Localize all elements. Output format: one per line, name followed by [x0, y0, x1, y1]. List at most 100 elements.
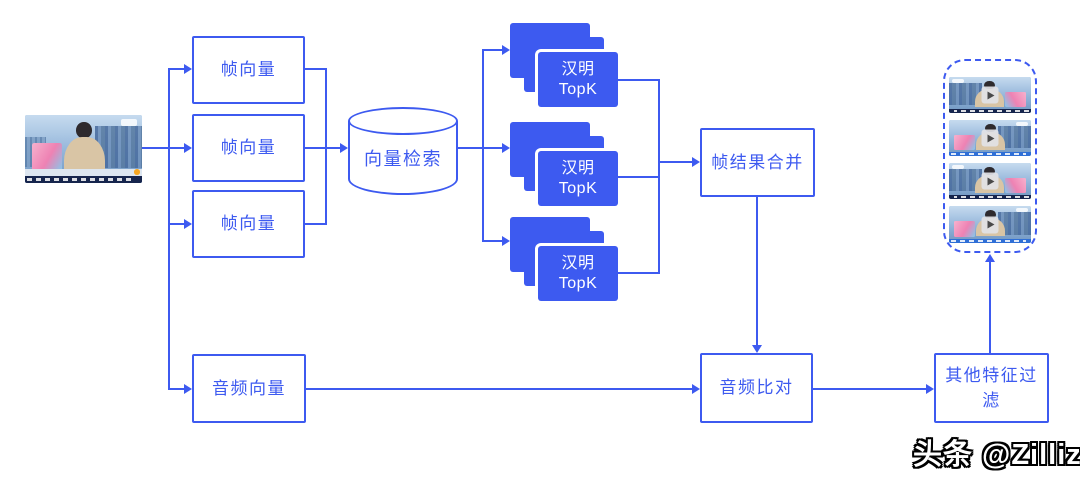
- scene-channel-logo: [952, 165, 964, 169]
- scene-channel-logo: [120, 119, 138, 126]
- arrowhead: [502, 236, 510, 246]
- scene-news-ticker: [949, 195, 1031, 199]
- cylinder-top: [348, 107, 458, 135]
- scene-desk: [25, 169, 142, 177]
- node-hamming-topk-1: 汉明 TopK: [510, 23, 620, 108]
- connector-to-hamming-2: [482, 147, 502, 149]
- scene-ticker-text: [953, 110, 1030, 112]
- arrowhead: [752, 345, 762, 353]
- arrowhead: [184, 384, 192, 394]
- node-audio-compare: 音频比对: [700, 353, 813, 423]
- connector-branch-vertical: [482, 49, 484, 242]
- connector-filter-to-results: [989, 262, 991, 353]
- result-video-thumbnail-3: [949, 163, 1031, 199]
- scene-channel-logo: [1016, 122, 1028, 126]
- connector-merge-to-audio-compare: [756, 197, 758, 345]
- scene-anchor-body: [63, 136, 105, 171]
- connector-hamming-3-out: [618, 272, 660, 274]
- connector-hamming-2-out: [618, 176, 660, 178]
- scene-news-ticker: [949, 152, 1031, 156]
- result-videos-container: [943, 59, 1037, 253]
- connector-compare-to-filter: [813, 388, 926, 390]
- node-hamming-topk-3: 汉明 TopK: [510, 217, 620, 302]
- scene-anchor-head: [985, 123, 996, 133]
- scene-news-ticker: [949, 238, 1031, 243]
- play-icon: [981, 216, 999, 233]
- arrowhead: [985, 254, 995, 262]
- connector-to-frame-vector-1: [168, 68, 185, 70]
- scene-city-skyline: [998, 211, 1031, 235]
- arrowhead: [502, 143, 510, 153]
- video-scene: [25, 115, 142, 183]
- arrowhead: [184, 143, 192, 153]
- scene-city-skyline: [998, 125, 1031, 149]
- node-label: 音频比对: [719, 378, 794, 398]
- node-label-line2: TopK: [558, 179, 598, 197]
- connector-trunk-vertical: [168, 68, 170, 390]
- connector-to-hamming-1: [482, 49, 502, 51]
- node-label-line1: 汉明: [561, 60, 595, 78]
- connector-merge-vertical-left: [325, 68, 327, 225]
- scene-ticker-text: [27, 177, 135, 181]
- scene-channel-logo: [1016, 208, 1028, 212]
- play-triangle: [987, 220, 995, 229]
- node-frame-result-merge: 帧结果合并: [700, 128, 815, 197]
- result-video-thumbnail-2: [949, 120, 1031, 156]
- arrowhead: [184, 64, 192, 74]
- scene-studio-screen: [953, 221, 976, 237]
- node-other-feature-filter: 其他特征过滤: [934, 353, 1049, 423]
- arrowhead: [692, 157, 700, 167]
- scene-ticker-text: [950, 240, 1027, 242]
- connector-to-frame-vector-3: [168, 223, 185, 225]
- play-triangle: [987, 134, 995, 142]
- arrowhead: [692, 384, 700, 394]
- scene-studio-screen: [32, 142, 63, 172]
- stack-card-front: 汉明 TopK: [538, 52, 618, 107]
- watermark: 头条 @Zilliz: [913, 439, 1080, 471]
- connector-to-hamming-3: [482, 240, 502, 242]
- connector-frame-vector-1-out: [305, 68, 327, 70]
- connector-to-audio-vector: [168, 388, 185, 390]
- node-label: 向量检索: [364, 149, 442, 169]
- node-label: 其他特征过滤: [945, 365, 1038, 411]
- node-label: 音频向量: [212, 378, 286, 398]
- scene-news-ticker: [25, 175, 142, 183]
- node-frame-vector-1: 帧向量: [192, 36, 305, 104]
- scene-anchor-head: [76, 121, 92, 139]
- node-frame-vector-2: 帧向量: [192, 114, 305, 182]
- node-label-line1: 汉明: [561, 159, 595, 177]
- source-video-thumbnail: [25, 115, 142, 183]
- play-icon: [981, 86, 999, 104]
- scene-studio-screen: [1004, 177, 1027, 193]
- connector-video-to-trunk: [142, 147, 169, 149]
- connector-hamming-1-out: [618, 79, 660, 81]
- connector-vector-search-out: [458, 147, 484, 149]
- stack-card-front: 汉明 TopK: [538, 246, 618, 301]
- node-label: 帧向量: [220, 60, 277, 80]
- play-icon: [981, 172, 999, 190]
- arrowhead: [502, 45, 510, 55]
- connector-to-frame-vector-2: [168, 147, 185, 149]
- play-icon: [981, 129, 999, 147]
- result-video-thumbnail-1: [949, 77, 1031, 113]
- play-triangle: [987, 177, 995, 185]
- node-label: 帧向量: [220, 138, 277, 158]
- scene-ticker-text: [950, 153, 1027, 155]
- node-label-line1: 汉明: [561, 254, 595, 272]
- scene-news-ticker: [949, 109, 1031, 113]
- connector-to-frame-result-merge: [658, 161, 692, 163]
- scene-ticker-text: [953, 196, 1030, 198]
- node-hamming-topk-2: 汉明 TopK: [510, 122, 620, 207]
- node-label: 帧结果合并: [711, 152, 804, 172]
- node-label-line2: TopK: [558, 80, 598, 98]
- arrowhead: [184, 219, 192, 229]
- connector-merge-vertical-right: [658, 79, 660, 274]
- arrowhead: [926, 384, 934, 394]
- scene-channel-logo: [952, 79, 964, 83]
- connector-frame-vector-3-out: [305, 223, 327, 225]
- node-label: 帧向量: [220, 214, 277, 234]
- connector-to-vector-search: [305, 147, 340, 149]
- connector-audio-vector-to-compare: [306, 388, 692, 390]
- stack-card-front: 汉明 TopK: [538, 151, 618, 206]
